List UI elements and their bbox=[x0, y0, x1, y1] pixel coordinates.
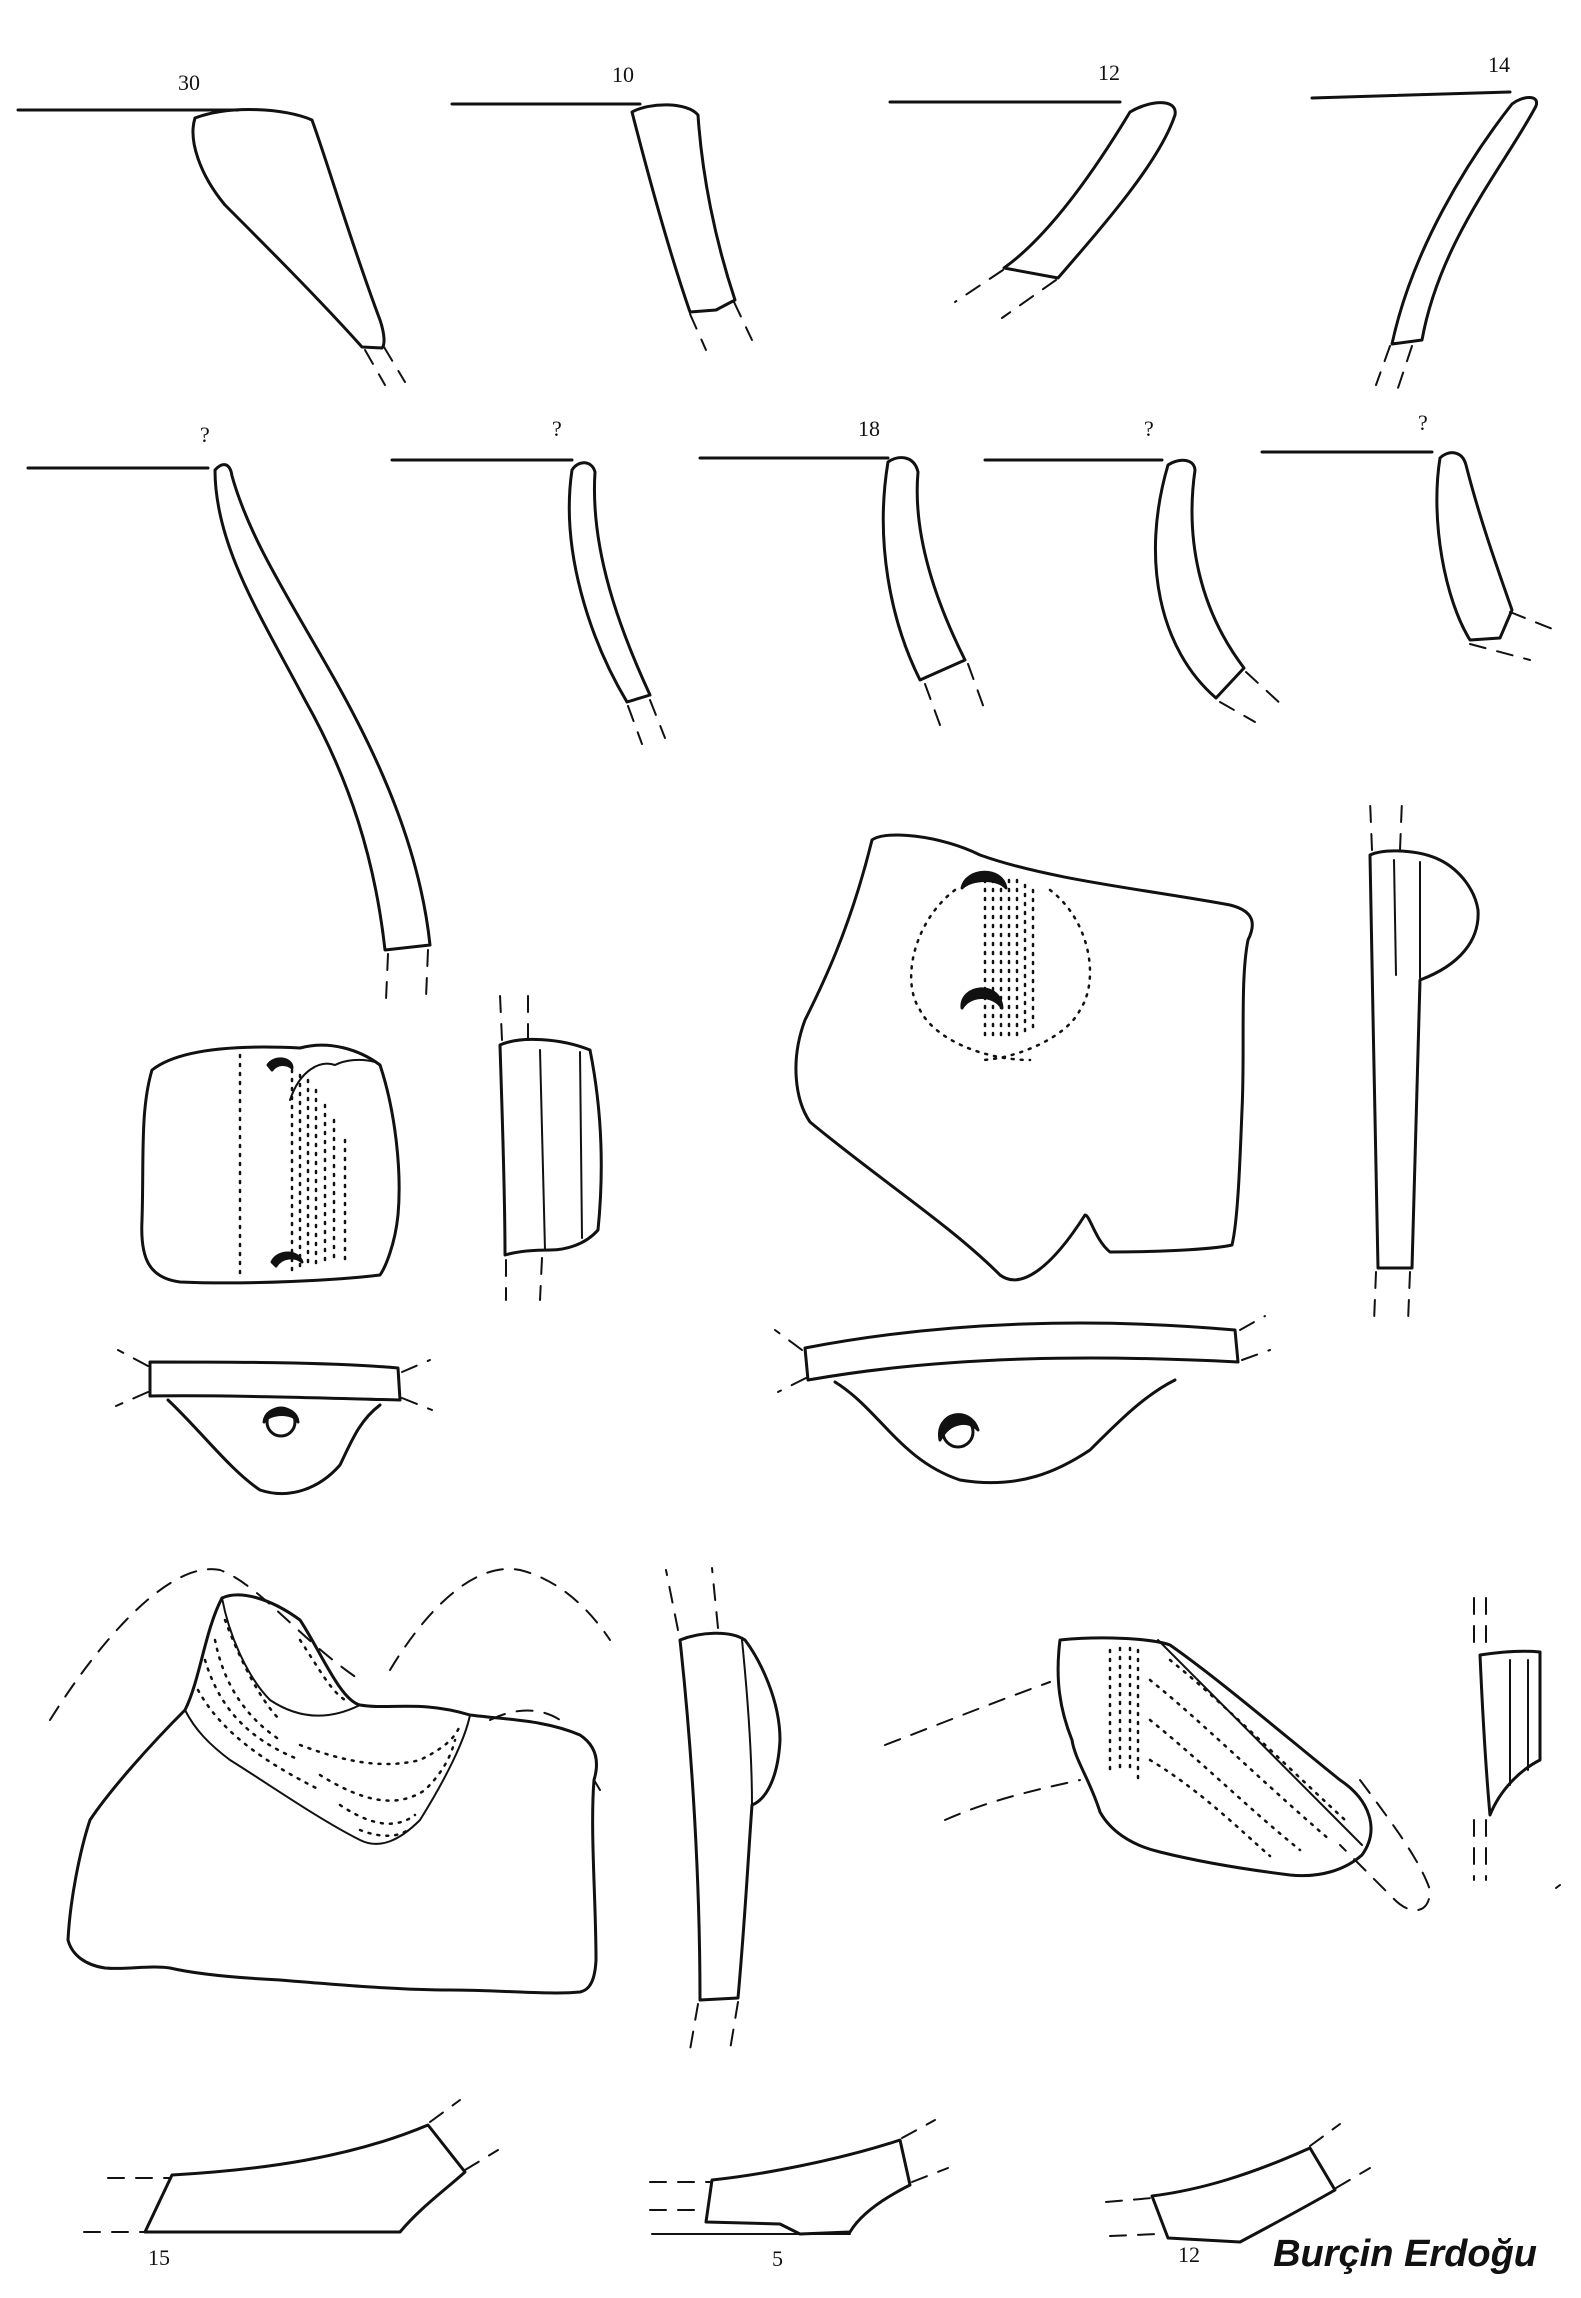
lug-sherd-small-top-view bbox=[115, 1349, 433, 1495]
decorated-sherd-left-section bbox=[665, 1567, 782, 2051]
rim-profile-3: 12 bbox=[888, 60, 1177, 319]
lug-sherd-small bbox=[140, 1043, 401, 1285]
rim-profile-4: 14 bbox=[1310, 52, 1539, 389]
rim-profile-2: 10 bbox=[450, 62, 753, 351]
lug-sherd-small-section bbox=[498, 994, 603, 1301]
diameter-label-4: 14 bbox=[1488, 52, 1510, 77]
lug-sherd-large bbox=[794, 833, 1254, 1282]
diameter-label-2: 10 bbox=[612, 62, 634, 87]
rim-profile-7: 18 bbox=[698, 416, 985, 726]
rim-profile-6: ? bbox=[390, 416, 666, 745]
lug-sherd-large-top-view bbox=[774, 1315, 1271, 1485]
base-diameter-label-3: 12 bbox=[1178, 2242, 1200, 2267]
diameter-label-7: 18 bbox=[858, 416, 880, 441]
diameter-label-8: ? bbox=[1144, 416, 1154, 441]
diameter-label-1: 30 bbox=[178, 70, 200, 95]
rim-profile-9: ? bbox=[1260, 410, 1561, 661]
diameter-label-9: ? bbox=[1418, 410, 1428, 435]
base-profile-2: 5 bbox=[649, 2119, 949, 2271]
diameter-label-5: ? bbox=[200, 422, 210, 447]
decorated-sherd-left bbox=[49, 1567, 611, 1995]
base-profile-3: 12 bbox=[1105, 2123, 1371, 2267]
decorated-sherd-right bbox=[884, 1636, 1431, 1912]
diameter-label-6: ? bbox=[552, 416, 562, 441]
decorated-sherd-right-section bbox=[1473, 1597, 1561, 1889]
diameter-label-3: 12 bbox=[1098, 60, 1120, 85]
base-diameter-label-2: 5 bbox=[772, 2246, 783, 2271]
base-diameter-label-1: 15 bbox=[148, 2245, 170, 2270]
artist-credit: Burçin Erdoğu bbox=[1273, 2233, 1537, 2275]
lug-sherd-large-section bbox=[1368, 799, 1480, 1323]
rim-profile-8: ? bbox=[983, 416, 1283, 723]
base-profile-1: 15 bbox=[83, 2099, 499, 2270]
rim-profile-5: ? bbox=[26, 422, 432, 1001]
rim-profile-1: 30 bbox=[16, 70, 406, 386]
